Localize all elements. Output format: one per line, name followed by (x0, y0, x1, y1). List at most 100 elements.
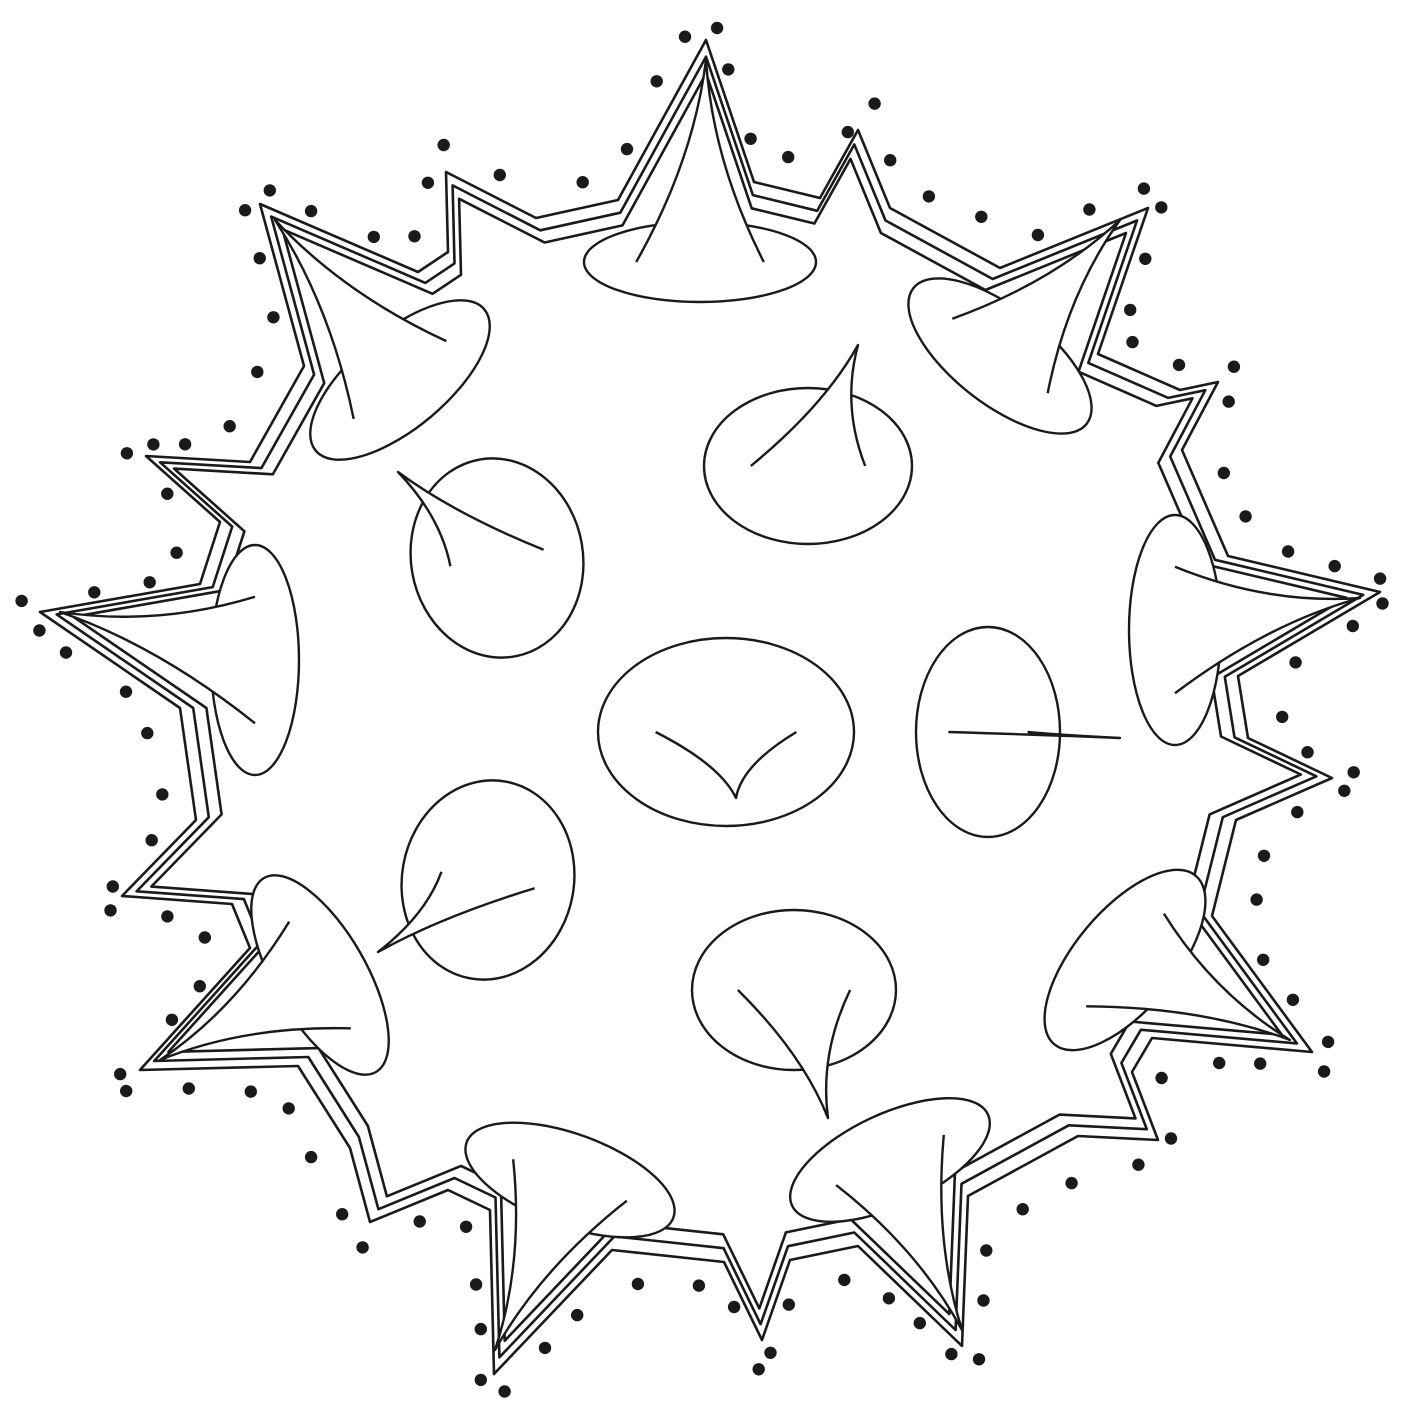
granule-dot (305, 1151, 317, 1163)
granule-dot (753, 1363, 765, 1375)
granule-dot (199, 931, 211, 943)
granule-dot (470, 1278, 482, 1290)
granule-dot (1213, 1057, 1225, 1069)
granule-dot (475, 1323, 487, 1335)
granule-dot (838, 1274, 850, 1286)
granule-dot (621, 143, 633, 155)
granule-dot (147, 438, 159, 450)
granule-dot (1276, 711, 1288, 723)
granule-dot (161, 910, 173, 922)
granule-dot (1132, 1159, 1144, 1171)
granule-dot (264, 184, 276, 196)
granule-dot (194, 980, 206, 992)
granule-dot (267, 311, 279, 323)
granule-dot (1287, 994, 1299, 1006)
granule-dot (945, 1348, 957, 1360)
granule-dot (283, 1102, 295, 1114)
granule-dot (711, 22, 723, 34)
granule-dot (975, 211, 987, 223)
granule-dot (1239, 510, 1251, 522)
granule-dot (783, 1298, 795, 1310)
granule-dot (1218, 467, 1230, 479)
granule-dot (156, 788, 168, 800)
granule-dot (632, 1278, 644, 1290)
granule-dot (1138, 182, 1150, 194)
granule-dot (305, 205, 317, 217)
granule-dot (577, 176, 589, 188)
granule-dot (1258, 850, 1270, 862)
granule-dot (60, 646, 72, 658)
granule-dot (1017, 1203, 1029, 1215)
granule-dot (239, 204, 251, 216)
rim-spine-8 (60, 545, 299, 775)
granule-dot (107, 880, 119, 892)
granule-dot (254, 252, 266, 264)
granule-dot (408, 230, 420, 242)
granule-dot (884, 154, 896, 166)
granule-dot (438, 139, 450, 151)
granule-dot (170, 547, 182, 559)
granule-dot (161, 488, 173, 500)
granule-dot (336, 1208, 348, 1220)
granule-dot (356, 1241, 368, 1253)
granule-dot (679, 31, 691, 43)
granule-dot (1347, 620, 1359, 632)
granule-dot (179, 438, 191, 450)
granule-dot (923, 190, 935, 202)
granule-dot (1374, 572, 1386, 584)
surface-spine-3 (598, 638, 854, 826)
granule-dot (1223, 395, 1235, 407)
rim-spine-1 (584, 60, 816, 302)
granule-dot (114, 1068, 126, 1080)
granule-dot (183, 1082, 195, 1094)
granule-dot (104, 904, 116, 916)
granule-dot (1291, 806, 1303, 818)
granule-dot (651, 75, 663, 87)
granule-dot (141, 727, 153, 739)
granule-dot (883, 1292, 895, 1304)
granule-dot (120, 1085, 132, 1097)
granule-dot (868, 97, 880, 109)
granule-dot (460, 1221, 472, 1233)
granule-dot (980, 1244, 992, 1256)
granule-dot (121, 447, 133, 459)
granule-dot (1322, 1036, 1334, 1048)
granule-dot (1329, 560, 1341, 572)
granule-dot (1301, 746, 1313, 758)
granule-dot (1318, 1065, 1330, 1077)
granule-dot (539, 1342, 551, 1354)
granule-dot (166, 1014, 178, 1026)
granule-dot (728, 1301, 740, 1313)
granule-dot (1126, 336, 1138, 348)
granule-dot (1083, 203, 1095, 215)
granule-dot (973, 1353, 985, 1365)
granule-dot (744, 133, 756, 145)
granule-dot (88, 586, 100, 598)
granule-dot (1257, 954, 1269, 966)
granule-dot (1338, 785, 1350, 797)
granule-dot (1173, 359, 1185, 371)
granule-dot (475, 1374, 487, 1386)
granule-dot (422, 177, 434, 189)
granule-dot (1139, 253, 1151, 265)
granule-dot (144, 576, 156, 588)
granule-dot (1348, 766, 1360, 778)
granule-dot (1228, 361, 1240, 373)
granule-dot (1124, 304, 1136, 316)
granule-dot (1282, 545, 1294, 557)
granule-dot (146, 834, 158, 846)
granule-dot (782, 151, 794, 163)
granule-dot (977, 1294, 989, 1306)
granule-dot (33, 624, 45, 636)
granule-dot (414, 1215, 426, 1227)
granule-dot (368, 231, 380, 243)
granule-dot (251, 366, 263, 378)
granule-dot (1254, 1057, 1266, 1069)
granule-dot (1165, 1132, 1177, 1144)
granule-dot (914, 1317, 926, 1329)
granule-dot (1376, 597, 1388, 609)
granule-dot (1289, 656, 1301, 668)
granule-dot (1032, 229, 1044, 241)
